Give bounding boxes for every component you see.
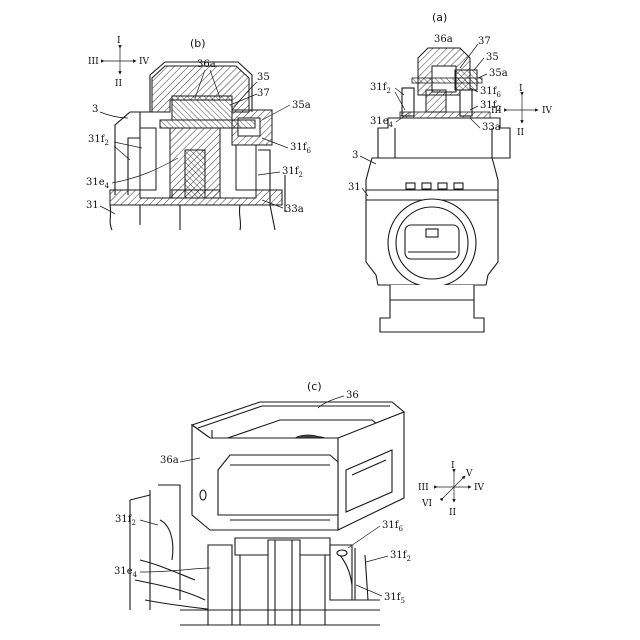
cap-36-perspective xyxy=(192,402,404,530)
label-31f2-left: 31f2 xyxy=(115,514,136,527)
dir-down-label: II xyxy=(115,79,123,89)
label-31f2-top: 31f2 xyxy=(370,82,391,95)
label-31f6: 31f6 xyxy=(290,142,311,155)
direction-indicator-b: I II III IV xyxy=(88,36,150,89)
label-31f6: 31f6 xyxy=(480,86,501,99)
label-35a: 35a xyxy=(292,100,311,111)
dir-up-label: I xyxy=(451,461,455,471)
dir-down-label: II xyxy=(517,128,525,138)
label-3: 3 xyxy=(92,104,98,115)
label-3: 3 xyxy=(352,150,358,161)
figure-a: (a) I II III IV xyxy=(348,11,553,332)
label-37: 37 xyxy=(257,88,270,99)
label-37: 37 xyxy=(478,36,491,47)
label-36a: 36a xyxy=(197,59,216,70)
label-31: 31 xyxy=(86,200,99,211)
label-36a: 36a xyxy=(434,34,453,45)
label-31f5: 31f5 xyxy=(384,592,405,605)
dir-right-label: IV xyxy=(474,483,485,493)
direction-indicator-c: I II III IV V VI xyxy=(418,461,485,518)
label-35: 35 xyxy=(486,52,499,63)
dir-right-label: IV xyxy=(542,106,553,116)
dir-up-label: I xyxy=(519,84,523,94)
figure-c-caption: (c) xyxy=(307,380,322,393)
label-31f6: 31f6 xyxy=(382,520,403,533)
label-33a: 33a xyxy=(285,204,304,215)
label-36: 36 xyxy=(346,390,359,401)
label-35a: 35a xyxy=(489,68,508,79)
dir-upright-label: V xyxy=(465,469,473,479)
dir-downleft-label: VI xyxy=(421,499,432,509)
dir-left-label: III xyxy=(418,483,429,493)
figure-c: (c) I II III IV V VI xyxy=(114,380,485,625)
label-31e4: 31e4 xyxy=(114,566,138,579)
label-35: 35 xyxy=(257,72,270,83)
dir-down-label: II xyxy=(449,508,457,518)
label-31: 31 xyxy=(348,182,361,193)
dir-up-label: I xyxy=(117,36,121,46)
label-33a: 33a xyxy=(482,122,501,133)
label-31e4: 31e4 xyxy=(86,177,110,190)
label-31f2-right: 31f2 xyxy=(390,550,411,563)
figure-b: (b) I II III IV xyxy=(86,36,311,230)
dir-left-label: III xyxy=(88,57,99,67)
figure-a-caption: (a) xyxy=(432,11,447,24)
label-36a: 36a xyxy=(160,455,179,466)
dir-right-label: IV xyxy=(139,57,150,67)
figure-b-caption: (b) xyxy=(190,37,206,50)
label-31f2-left: 31f2 xyxy=(88,134,109,147)
